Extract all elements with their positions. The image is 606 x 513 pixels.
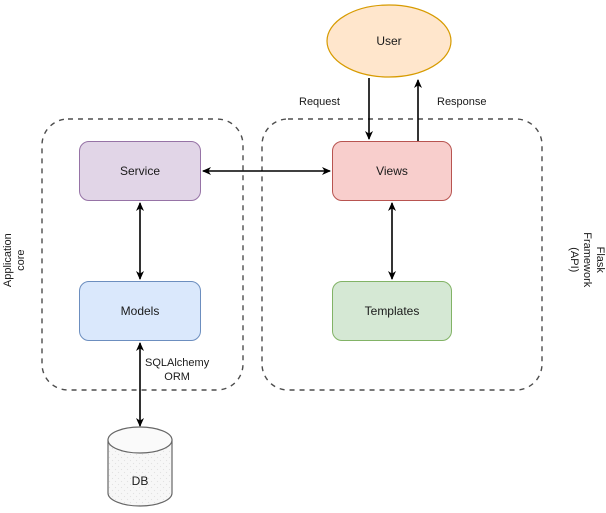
node-service-label: Service xyxy=(119,163,160,178)
node-models-label: Models xyxy=(120,303,160,318)
group-label-application-core: Application core xyxy=(1,233,27,288)
group-label-flask-framework: Flask Framework (API) xyxy=(567,232,606,288)
node-views[interactable]: Views xyxy=(332,141,452,201)
node-views-label: Views xyxy=(376,163,408,178)
node-db-label: DB xyxy=(131,473,149,488)
edge-label-sqlalchemy-orm: SQLAlchemy ORM xyxy=(143,357,212,385)
edge-label-request: Request xyxy=(297,96,342,110)
node-templates[interactable]: Templates xyxy=(332,281,452,341)
node-service[interactable]: Service xyxy=(79,141,201,201)
node-templates-label: Templates xyxy=(364,303,420,318)
edge-label-response: Response xyxy=(435,96,489,110)
node-models[interactable]: Models xyxy=(79,281,201,341)
group-container-flask-framework xyxy=(261,118,543,391)
node-user-shape[interactable] xyxy=(326,4,452,78)
node-user-label: User xyxy=(376,33,402,48)
node-db-shape[interactable] xyxy=(107,426,173,507)
